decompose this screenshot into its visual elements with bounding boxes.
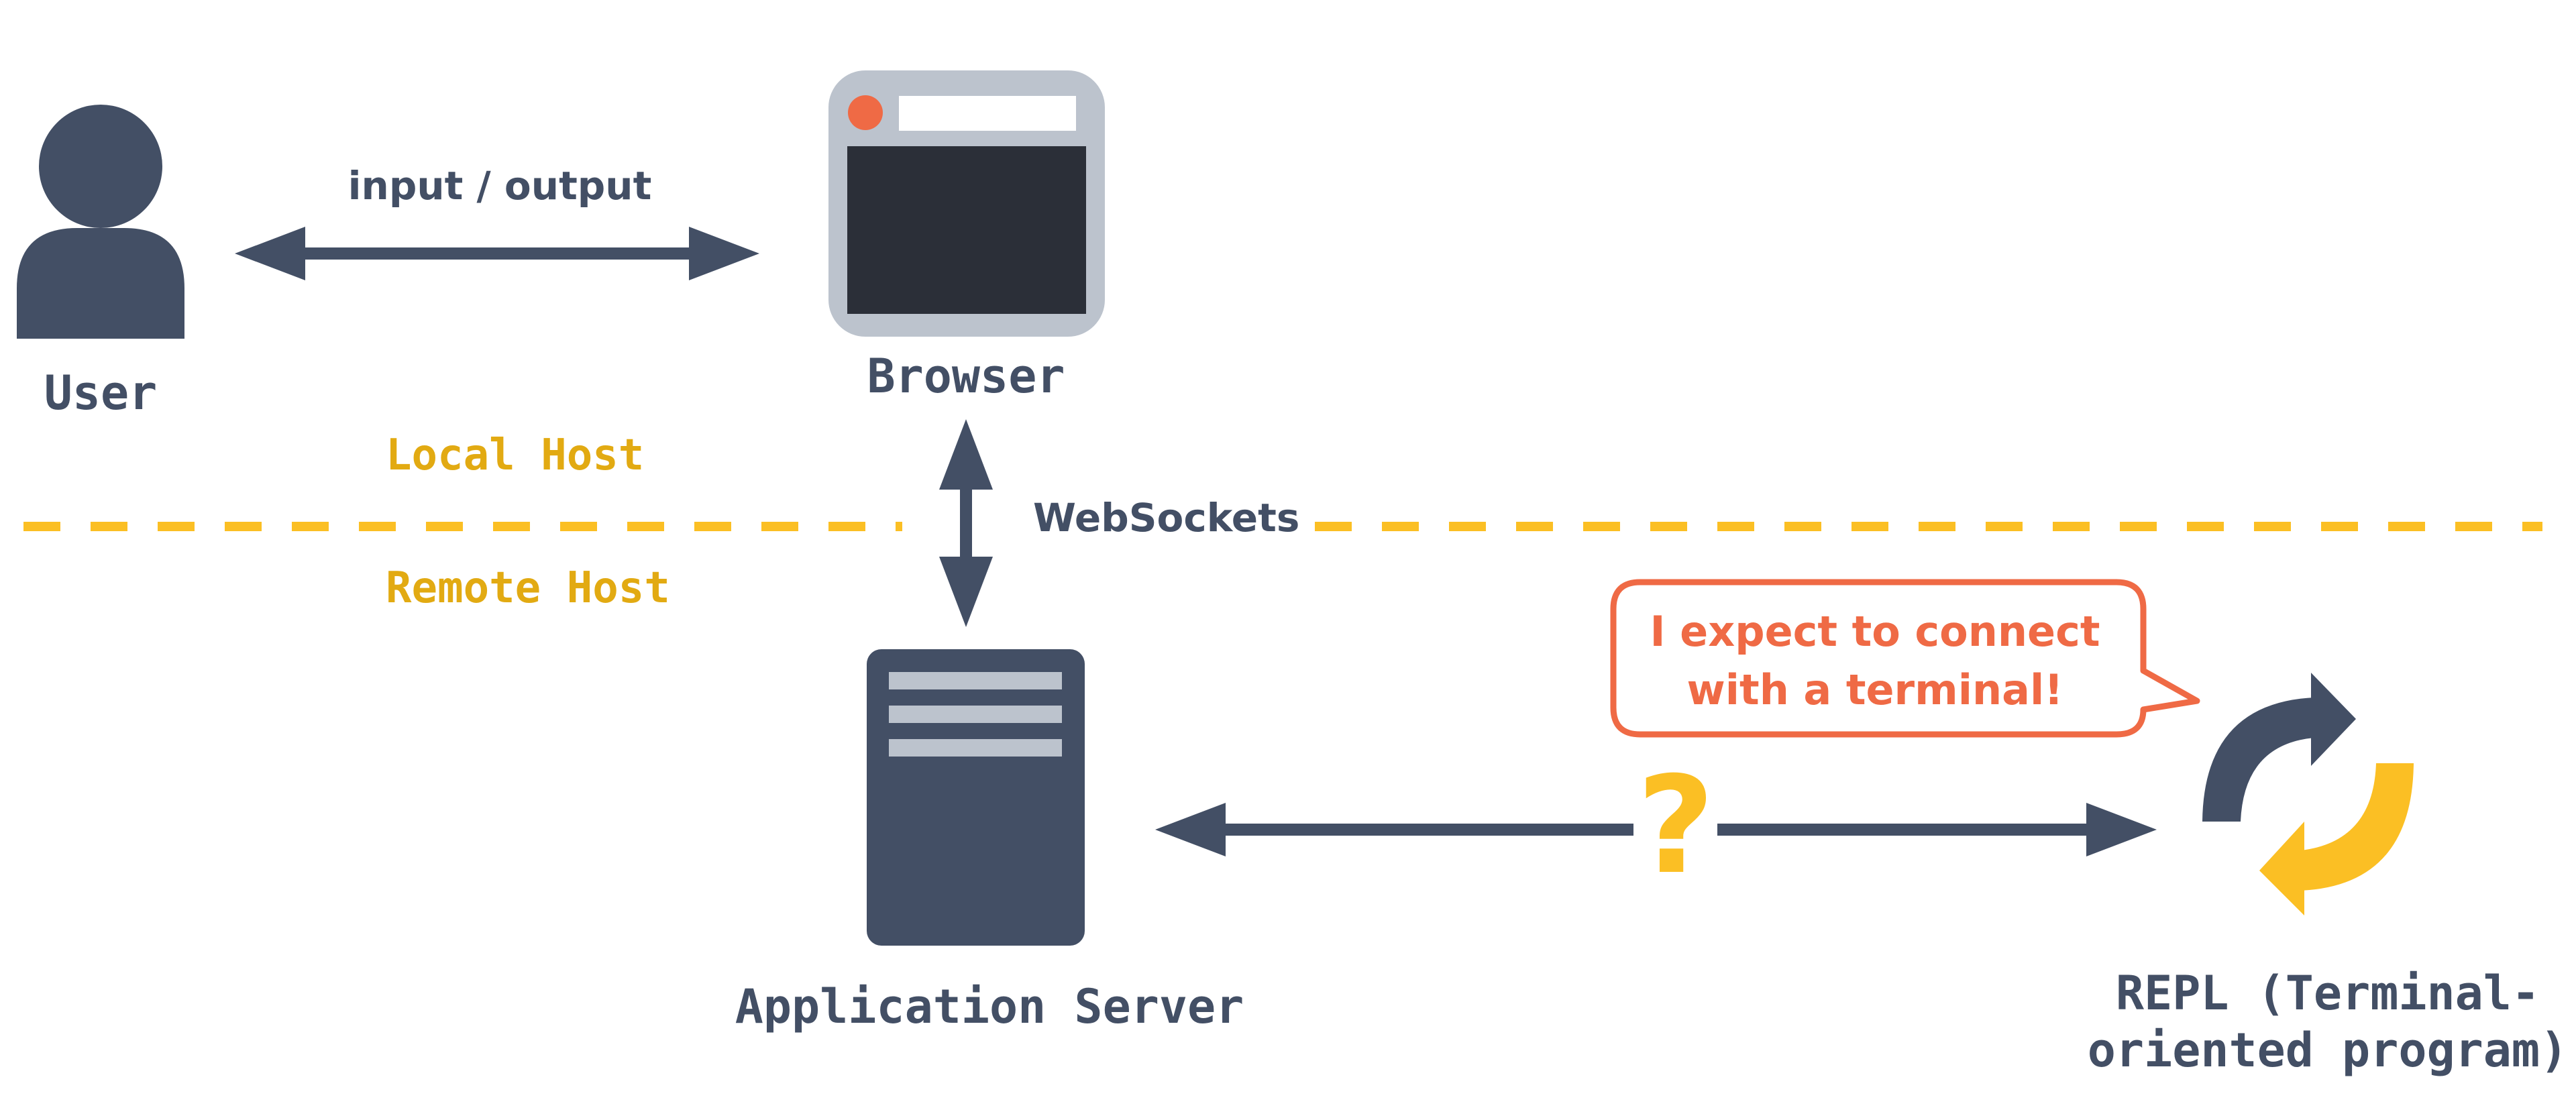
input-output-label: input / output [348,163,652,209]
browser-window-icon [828,70,1105,337]
refresh-cycle-icon [2202,673,2414,915]
user-icon [17,105,184,339]
remote-host-label: Remote Host [386,563,670,613]
browser-node: Browser [828,70,1105,404]
speech-bubble: I expect to connect with a terminal! [1610,579,2200,738]
server-label: Application Server [735,979,1244,1034]
repl-label-line2: oriented program) [2088,1023,2568,1078]
repl-node: REPL (Terminal- oriented program) [2088,673,2568,1078]
browser-server-arrow [939,419,993,627]
server-node: Application Server [735,649,1244,1034]
speech-bubble-line2: with a terminal! [1687,665,2063,714]
browser-label: Browser [867,349,1065,404]
speech-bubble-line1: I expect to connect [1650,607,2100,656]
websockets-label: WebSockets [1033,495,1299,541]
server-repl-arrow [1155,803,2157,856]
user-browser-arrow [235,227,759,280]
repl-label-line1: REPL (Terminal- [2116,966,2540,1021]
server-icon [867,649,1085,946]
local-host-label: Local Host [386,431,644,480]
user-label: User [44,366,158,421]
question-mark: ? [1637,748,1715,904]
user-node: User [17,105,184,421]
